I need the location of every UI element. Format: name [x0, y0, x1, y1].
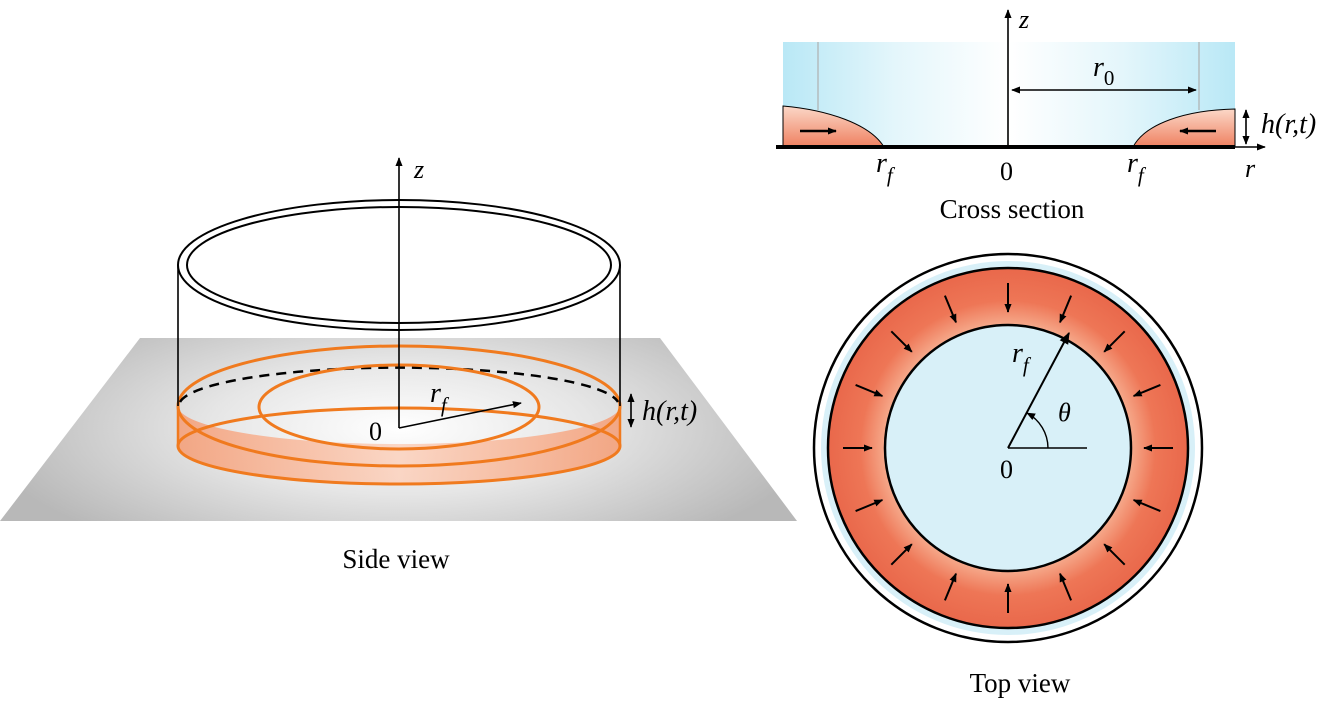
- cs-r-label: r: [1245, 154, 1256, 183]
- tv-inward-arrow: [855, 499, 884, 513]
- tv-inward-arrow: [1103, 543, 1126, 566]
- side-view: z rf 0 h(r,t) Side view: [0, 155, 797, 574]
- tv-angle-arc: [1026, 412, 1049, 449]
- cs-caption: Cross section: [940, 194, 1085, 224]
- tv-inward-arrow: [1103, 330, 1126, 353]
- cs-rf-left-label: rf: [876, 148, 896, 187]
- cs-rf-right-label: rf: [1127, 148, 1147, 187]
- tv-inward-arrow: [1132, 499, 1161, 513]
- side-view-caption: Side view: [342, 544, 450, 574]
- tv-inward-arrow: [943, 572, 957, 601]
- tv-origin-label: 0: [1000, 455, 1013, 484]
- tv-radius-label: rf: [1012, 338, 1032, 377]
- tv-caption: Top view: [970, 668, 1071, 698]
- side-thickness-label: h(r,t): [642, 396, 697, 427]
- side-radius-arrow: [398, 401, 522, 429]
- side-origin-label: 0: [369, 417, 382, 446]
- top-view: θ rf 0 Top view: [812, 252, 1204, 698]
- tv-inward-arrows: [843, 283, 1173, 613]
- tv-inward-arrow: [890, 330, 913, 353]
- cs-r0-label: r0: [1093, 52, 1114, 90]
- side-radius-label: rf: [430, 378, 450, 417]
- tv-inward-arrow: [855, 383, 884, 397]
- cross-section: r z r0 h(r,t) rf 0 rf Cross section: [776, 5, 1316, 224]
- cs-z-label: z: [1018, 5, 1029, 34]
- tv-radius-arrow: [1007, 331, 1070, 449]
- tv-inward-arrow: [1059, 572, 1073, 601]
- cs-origin-label: 0: [1000, 157, 1013, 186]
- film-edge-band: [178, 406, 620, 484]
- tv-inward-arrow: [890, 543, 913, 566]
- tv-angle-label: θ: [1058, 398, 1071, 427]
- tv-inward-arrow: [1132, 383, 1161, 397]
- tv-inward-arrow: [943, 295, 957, 324]
- substrate-plane: [0, 338, 797, 521]
- tv-inward-arrow: [1059, 295, 1073, 324]
- side-z-label: z: [413, 155, 424, 184]
- cs-thickness-label: h(r,t): [1261, 109, 1316, 140]
